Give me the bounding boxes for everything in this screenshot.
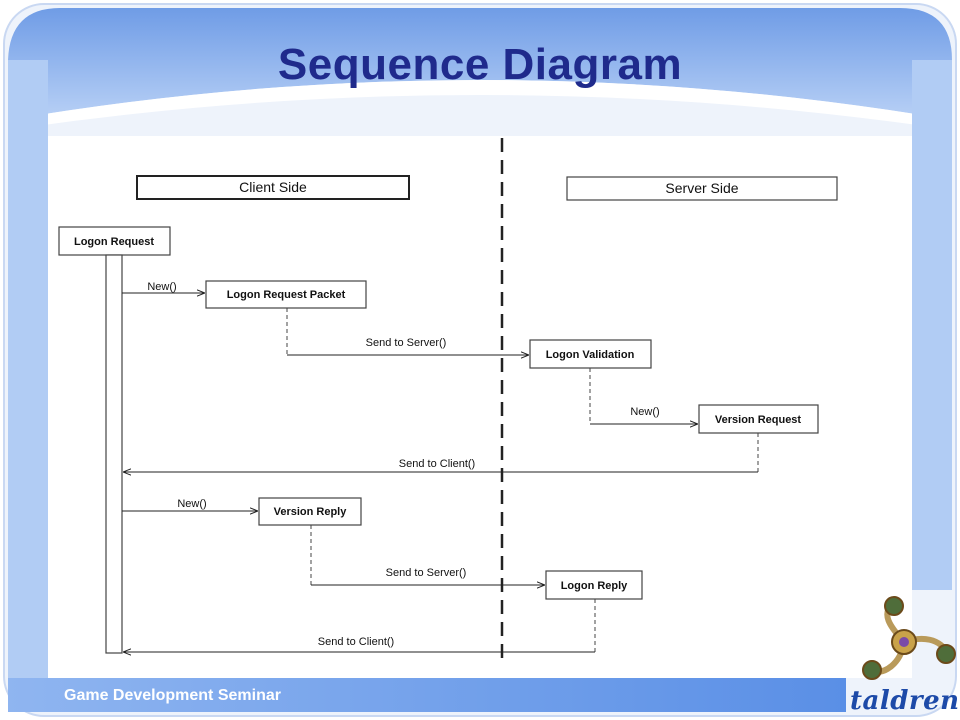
- svg-text:Send to Server(): Send to Server(): [386, 567, 467, 579]
- message-new-1: New(): [122, 281, 205, 293]
- svg-text:New(): New(): [147, 281, 176, 293]
- svg-text:Logon Request: Logon Request: [74, 236, 154, 248]
- svg-text:Logon Reply: Logon Reply: [561, 580, 628, 592]
- footer-text: Game Development Seminar: [64, 687, 281, 704]
- logon-request-object: Logon Request: [58, 226, 171, 256]
- message-send-to-server-2: Send to Server(): [311, 567, 545, 585]
- svg-text:Version Request: Version Request: [715, 414, 802, 426]
- message-send-to-server-1: Send to Server(): [287, 337, 529, 355]
- slide-title: Sequence Diagram: [277, 40, 683, 89]
- message-new-2: New(): [590, 406, 698, 424]
- logon-request-packet-object: Logon Request Packet: [205, 280, 367, 309]
- logon-validation-object: Logon Validation: [529, 339, 652, 369]
- message-new-3: New(): [122, 498, 258, 511]
- client-side-header: Client Side: [136, 175, 410, 200]
- logon-request-activation-bar: [105, 254, 123, 654]
- svg-text:Send to Server(): Send to Server(): [366, 337, 447, 349]
- taldren-logo-emblem: [862, 596, 956, 680]
- logon-reply-object: Logon Reply: [545, 570, 643, 600]
- message-send-to-client-1: Send to Client(): [123, 458, 758, 472]
- taldren-logo-text: taldren: [850, 686, 960, 716]
- svg-text:New(): New(): [177, 498, 206, 510]
- svg-text:Version Reply: Version Reply: [274, 506, 348, 518]
- version-reply-object: Version Reply: [258, 497, 362, 526]
- svg-text:Send to Client(): Send to Client(): [399, 458, 475, 470]
- svg-text:Server Side: Server Side: [665, 180, 738, 196]
- message-send-to-client-2: Send to Client(): [123, 636, 595, 652]
- svg-text:Logon Validation: Logon Validation: [546, 349, 635, 361]
- svg-text:Logon Request Packet: Logon Request Packet: [227, 289, 346, 301]
- svg-text:New(): New(): [630, 406, 659, 418]
- svg-text:Send to Client(): Send to Client(): [318, 636, 394, 648]
- version-request-object: Version Request: [698, 404, 819, 434]
- server-side-header: Server Side: [566, 176, 838, 201]
- svg-text:Client Side: Client Side: [239, 179, 307, 195]
